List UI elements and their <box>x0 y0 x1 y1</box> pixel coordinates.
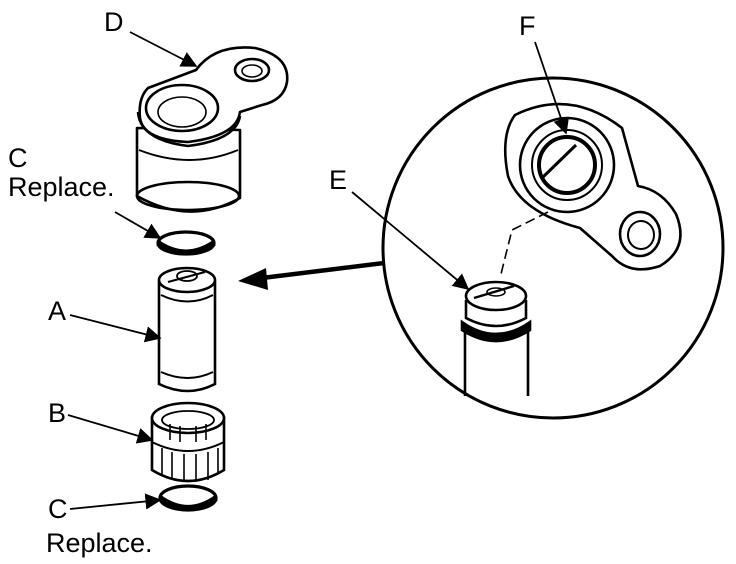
label-f: F <box>519 11 536 41</box>
leader-c-top <box>114 211 162 239</box>
label-c-bottom-note: Replace. <box>46 528 153 558</box>
leader-d <box>129 31 198 67</box>
leader-e <box>351 191 470 291</box>
label-c-bottom: C <box>48 494 68 524</box>
leader-b <box>67 414 154 444</box>
part-d-arm <box>135 46 289 213</box>
leader-a <box>69 314 162 343</box>
part-b-bearing <box>150 401 226 483</box>
label-b: B <box>48 398 67 428</box>
leader-f <box>534 41 569 135</box>
label-d: D <box>104 7 124 37</box>
part-c-bottom-seal <box>158 484 218 512</box>
part-c-top-seal <box>156 230 216 256</box>
detail-view-circle <box>381 76 725 420</box>
label-a: A <box>48 296 67 326</box>
label-e: E <box>329 165 348 195</box>
part-a-pin <box>157 266 217 393</box>
label-c-top-note: Replace. <box>8 172 115 202</box>
label-c-top: C <box>8 143 28 173</box>
detail-pointer-arrow <box>238 260 385 290</box>
leader-lines <box>67 31 569 510</box>
leader-c-bottom <box>69 493 162 510</box>
